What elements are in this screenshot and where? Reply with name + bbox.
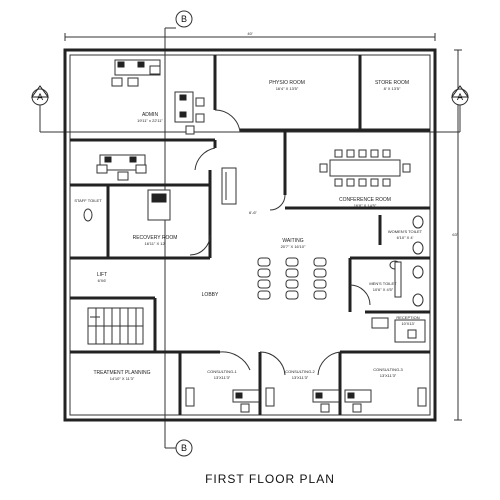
outer-wall	[63, 48, 437, 422]
section-marker-b-top	[175, 10, 193, 28]
waiting-label: WAITING	[282, 238, 303, 244]
admin-size: 19'11" x 22'11"	[137, 118, 163, 123]
reception-size: 10'X13'	[401, 321, 414, 326]
physio-size: 16'4" X 13'5"	[276, 86, 299, 91]
conference-size: 16'8" X 14'5"	[354, 203, 377, 208]
svg-text:A: A	[457, 92, 463, 102]
store-label: STORE ROOM	[375, 80, 409, 86]
consulting-1-size: 13'X11'3"	[214, 375, 231, 380]
recovery-label: RECOVERY ROOM	[133, 235, 178, 241]
sofa	[221, 167, 237, 205]
consulting-3-label: CONSULTING-3	[373, 367, 403, 372]
store-size: 8' X 13'5"	[384, 86, 401, 91]
mens-toilet-size: 10'6" X 4'5"	[373, 287, 394, 292]
door-swings	[189, 109, 371, 376]
staircase	[87, 307, 144, 345]
consulting-furniture	[185, 387, 427, 413]
waiting-size: 20'7" X 16'10"	[281, 244, 306, 249]
dimension-right: 63'	[452, 49, 462, 421]
lift-size: 6'X6'	[98, 278, 107, 283]
recovery-bed	[147, 189, 171, 221]
mens-toilet-label: MEN'S TOILET	[369, 281, 397, 286]
dimension-top: 40'	[64, 31, 436, 41]
treatment-size: 14'10" X 11'3"	[110, 376, 135, 381]
treatment-label: TREATMENT PLANNING	[93, 370, 150, 376]
physio-label: PHYSIO ROOM	[269, 80, 305, 86]
lift-label: LIFT	[97, 272, 107, 278]
inner-wall-line	[69, 54, 431, 416]
admin-furniture	[96, 59, 205, 181]
section-line-a: A A	[31, 85, 469, 133]
svg-text:B: B	[181, 443, 187, 453]
consulting-2-label: CONSULTING-2	[285, 369, 315, 374]
waiting-chairs	[257, 257, 327, 300]
interior-walls	[70, 55, 430, 415]
overall-width-label: 40'	[247, 31, 252, 36]
overall-depth-label: 63'	[452, 232, 457, 237]
plan-title: FIRST FLOOR PLAN	[205, 472, 335, 486]
reception-label: RECEPTION	[396, 315, 419, 320]
room-labels: ADMIN 19'11" x 22'11" PHYSIO ROOM 16'4" …	[74, 80, 422, 381]
womens-toilet-size: 6'10" X 4'	[397, 235, 414, 240]
consulting-3-size: 13'X11'3"	[380, 373, 397, 378]
admin-label: ADMIN	[142, 112, 159, 118]
consulting-2-size: 13'X11'3"	[292, 375, 309, 380]
section-marker-b-bottom	[175, 439, 193, 457]
corridor-width-label: 6'-6"	[249, 210, 258, 215]
svg-text:B: B	[181, 14, 187, 24]
recovery-size: 16'11" X 12'	[145, 241, 166, 246]
consulting-1-label: CONSULTING-1	[207, 369, 237, 374]
staff-toilet-label: STAFF TOILET	[74, 198, 102, 203]
svg-text:A: A	[37, 92, 43, 102]
conference-label: CONFERENCE ROOM	[339, 197, 391, 203]
lobby-label: LOBBY	[202, 292, 219, 298]
conference-table	[319, 149, 411, 187]
section-line-b: B B	[164, 10, 193, 457]
womens-toilet-label: WOMEN'S TOILET	[388, 229, 423, 234]
toilet-fixtures	[83, 208, 426, 343]
